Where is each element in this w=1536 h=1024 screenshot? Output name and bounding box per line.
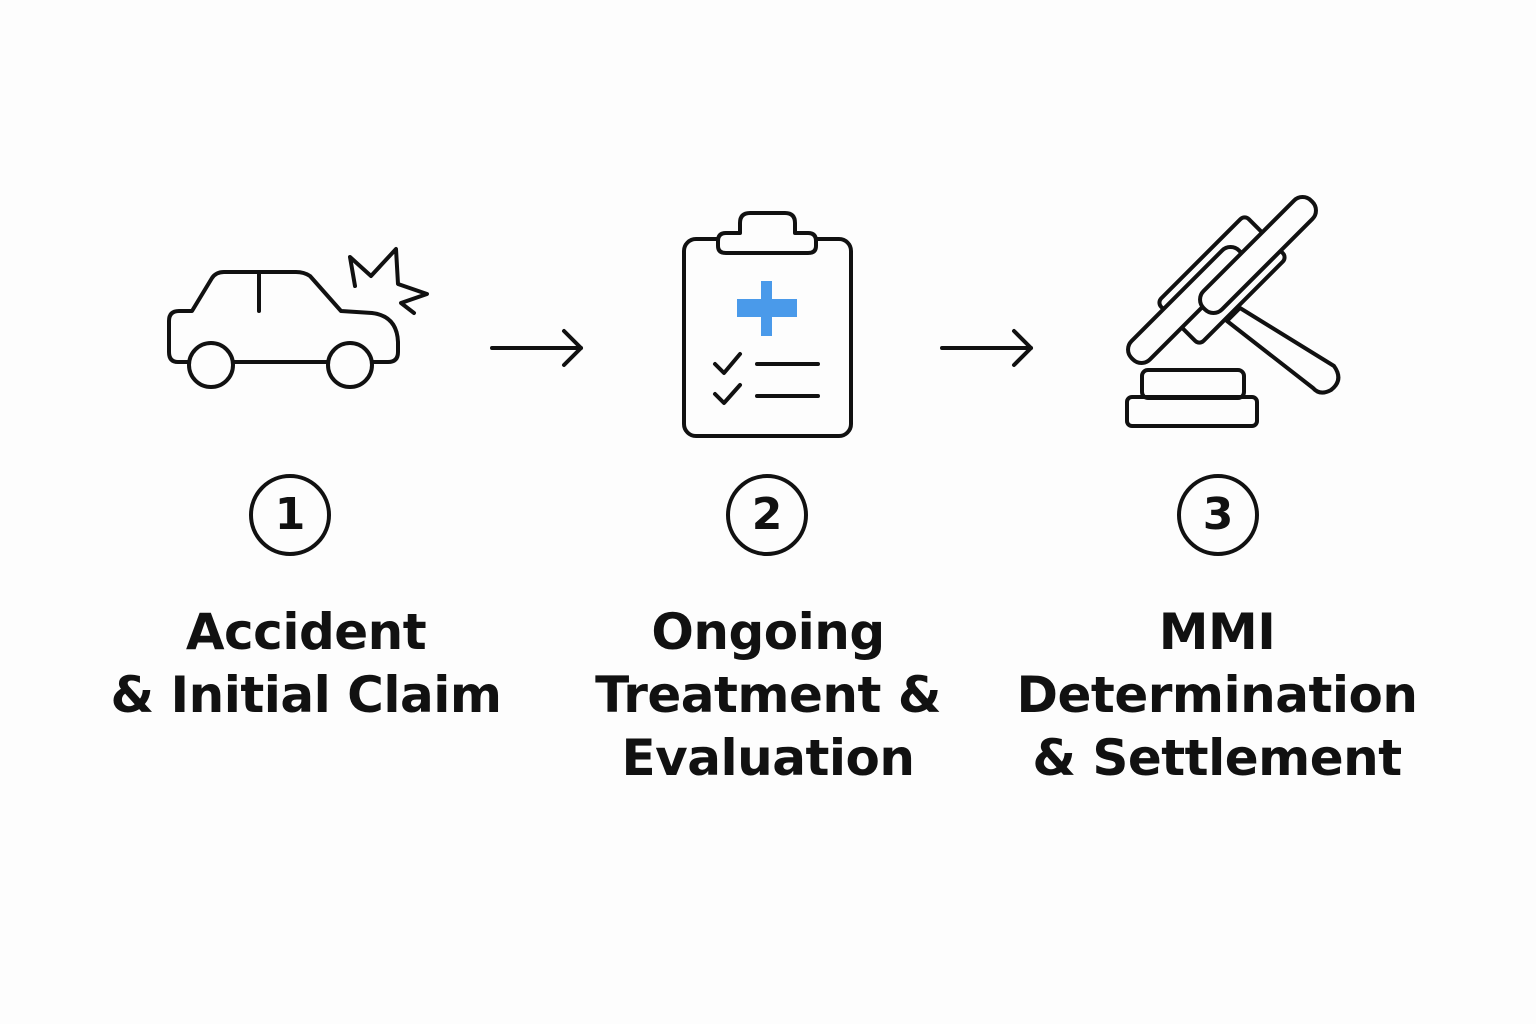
- step-label-3: MMI Determination & Settlement: [1007, 601, 1427, 790]
- step-label-line: Treatment &: [595, 666, 941, 724]
- step-label-line: Ongoing: [651, 603, 885, 661]
- gavel-icon: [1125, 195, 1341, 428]
- step-label-2: Ongoing Treatment & Evaluation: [558, 601, 978, 790]
- step-label-1: Accident & Initial Claim: [96, 601, 516, 727]
- arrow-right-icon: [490, 329, 583, 367]
- step-label-line: Accident: [185, 603, 427, 661]
- car-crash-icon: [167, 247, 429, 389]
- arrow-right-icon: [940, 329, 1033, 367]
- step-number-1: 1: [249, 474, 331, 556]
- step-number-3: 3: [1177, 474, 1259, 556]
- step-label-line: & Settlement: [1032, 729, 1402, 787]
- step-label-line: & Initial Claim: [110, 666, 503, 724]
- medical-clipboard-icon: [682, 211, 853, 438]
- step-label-line: MMI: [1158, 603, 1276, 661]
- step-label-line: Evaluation: [621, 729, 915, 787]
- step-number-2: 2: [726, 474, 808, 556]
- step-label-line: Determination: [1016, 666, 1418, 724]
